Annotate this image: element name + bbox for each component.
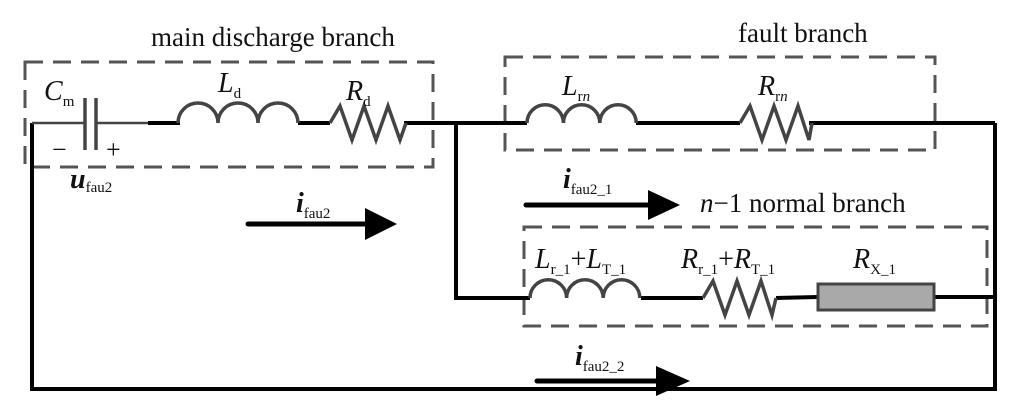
label-ufau2: ufau2 [70, 164, 112, 196]
label-ifau2-1: ifau2_1 [563, 164, 612, 198]
inductor-ld [176, 101, 300, 124]
capacitor-cm [83, 98, 98, 150]
label-r-normal: Rr_1+RT_1 [680, 244, 775, 278]
arrow-ifau2-2 [534, 366, 690, 396]
label-rrn: Rrn [757, 71, 788, 105]
label-rx: RX_1 [852, 244, 896, 278]
label-ifau2-2: ifau2_2 [575, 341, 624, 375]
wire-junction-down [454, 123, 530, 300]
resistor-rd [328, 100, 408, 146]
arrow-ifau2-1 [523, 190, 680, 220]
normal-branch-title: n−1 normal branch [700, 188, 906, 218]
label-rd: Rd [345, 76, 371, 110]
main-branch-title: main discharge branch [151, 22, 395, 52]
label-plus: + [106, 135, 121, 164]
label-ld: Ld [217, 68, 242, 102]
wire-left-outer [30, 123, 997, 391]
main-branch-box [23, 60, 435, 169]
resistor-rrn [738, 100, 814, 146]
resistor-rx [816, 282, 936, 312]
label-ifau2: ifau2 [296, 188, 330, 222]
label-lrn: Lrn [561, 71, 590, 105]
resistor-normal [701, 275, 778, 322]
wires [30, 121, 997, 391]
fault-branch-title: fault branch [738, 18, 868, 48]
label-minus: − [52, 135, 67, 164]
inductor-lrn [525, 103, 638, 124]
normal-branch-box [522, 225, 989, 328]
fault-branch-box [503, 55, 937, 152]
label-l-normal: Lr_1+LT_1 [534, 244, 626, 278]
arrow-ifau2 [245, 208, 397, 240]
label-cm: Cm [44, 76, 75, 110]
inductor-normal [528, 278, 642, 299]
wire-rn-to-rx [775, 295, 819, 300]
